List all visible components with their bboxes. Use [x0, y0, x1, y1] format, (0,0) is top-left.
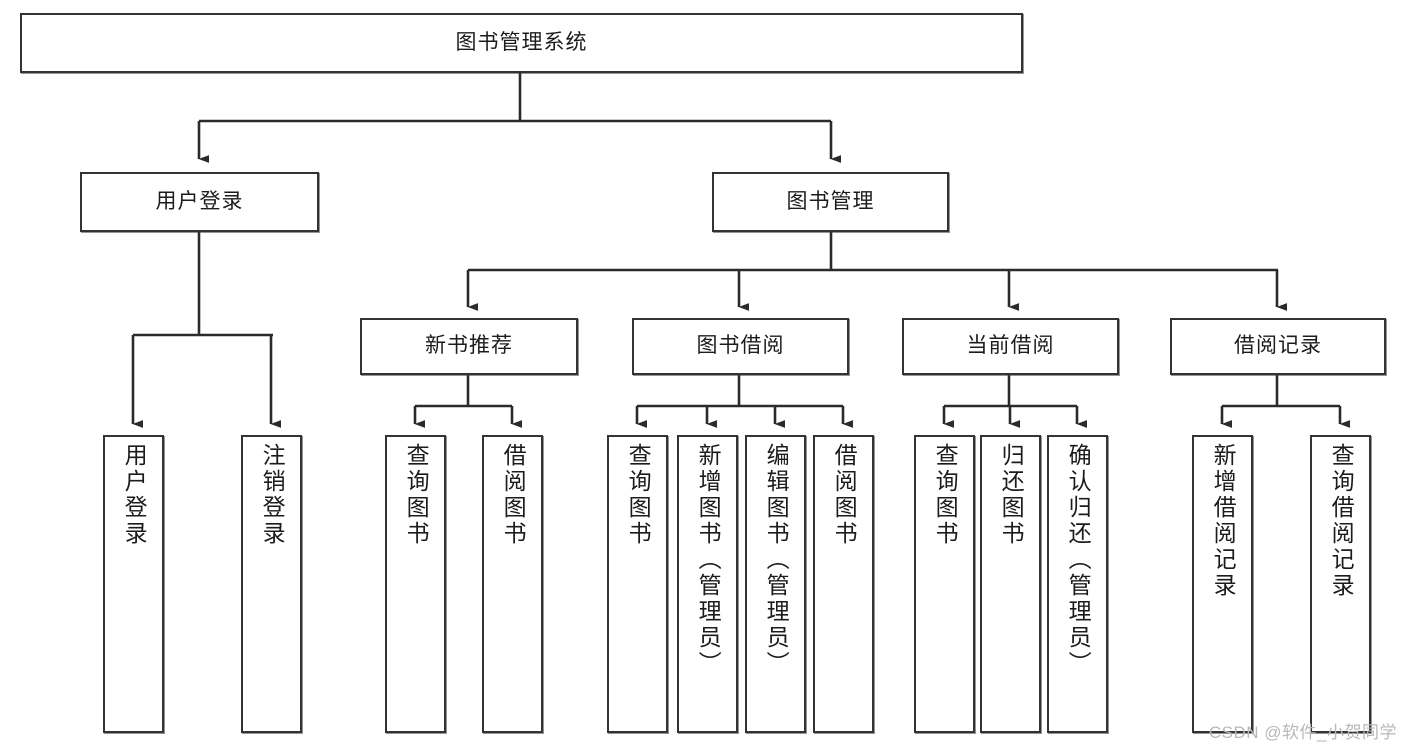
- leaf-query-record[interactable]: 查询借阅记录: [1310, 435, 1371, 733]
- leaf-logout[interactable]: 注销登录: [241, 435, 302, 733]
- node-root-label: 图书管理系统: [455, 30, 588, 54]
- node-current-borrow[interactable]: 当前借阅: [902, 318, 1119, 375]
- leaf-add-book-label: 新增图书（管理员）: [695, 443, 722, 677]
- node-new-book-rec-label: 新书推荐: [425, 334, 513, 358]
- leaf-add-record[interactable]: 新增借阅记录: [1192, 435, 1253, 733]
- node-user-login[interactable]: 用户登录: [80, 172, 319, 232]
- node-current-borrow-label: 当前借阅: [966, 334, 1055, 358]
- leaf-borrow-book-2-label: 借阅图书: [831, 443, 858, 547]
- leaf-borrow-book-1[interactable]: 借阅图书: [482, 435, 543, 733]
- node-borrow-record-label: 借阅记录: [1234, 334, 1322, 358]
- leaf-query-book-1-label: 查询图书: [403, 443, 430, 547]
- csdn-watermark: CSDN @软件_小贺同学: [1208, 723, 1397, 742]
- leaf-query-book-2[interactable]: 查询图书: [607, 435, 668, 733]
- node-book-manage-label: 图书管理: [786, 189, 875, 213]
- leaf-edit-book[interactable]: 编辑图书（管理员）: [745, 435, 806, 733]
- leaf-query-book-3-label: 查询图书: [932, 443, 959, 547]
- leaf-user-login[interactable]: 用户登录: [103, 435, 164, 733]
- leaf-query-book-3[interactable]: 查询图书: [914, 435, 975, 733]
- node-book-borrow[interactable]: 图书借阅: [632, 318, 849, 375]
- node-user-login-label: 用户登录: [155, 189, 244, 213]
- leaf-user-login-label: 用户登录: [121, 443, 148, 547]
- leaf-edit-book-label: 编辑图书（管理员）: [763, 443, 790, 677]
- leaf-confirm-return[interactable]: 确认归还（管理员）: [1047, 435, 1108, 733]
- leaf-return-book-label: 归还图书: [998, 443, 1025, 547]
- leaf-return-book[interactable]: 归还图书: [980, 435, 1041, 733]
- leaf-confirm-return-label: 确认归还（管理员）: [1065, 443, 1092, 677]
- leaf-borrow-book-1-label: 借阅图书: [500, 443, 527, 547]
- leaf-add-book[interactable]: 新增图书（管理员）: [677, 435, 738, 733]
- leaf-query-book-1[interactable]: 查询图书: [385, 435, 446, 733]
- leaf-logout-label: 注销登录: [259, 443, 286, 547]
- node-borrow-record[interactable]: 借阅记录: [1170, 318, 1386, 375]
- node-book-manage[interactable]: 图书管理: [712, 172, 949, 232]
- leaf-query-record-label: 查询借阅记录: [1328, 443, 1355, 599]
- leaf-borrow-book-2[interactable]: 借阅图书: [813, 435, 874, 733]
- node-root[interactable]: 图书管理系统: [20, 13, 1023, 73]
- node-book-borrow-label: 图书借阅: [696, 334, 785, 358]
- leaf-add-record-label: 新增借阅记录: [1210, 443, 1237, 599]
- node-new-book-rec[interactable]: 新书推荐: [360, 318, 578, 375]
- leaf-query-book-2-label: 查询图书: [625, 443, 652, 547]
